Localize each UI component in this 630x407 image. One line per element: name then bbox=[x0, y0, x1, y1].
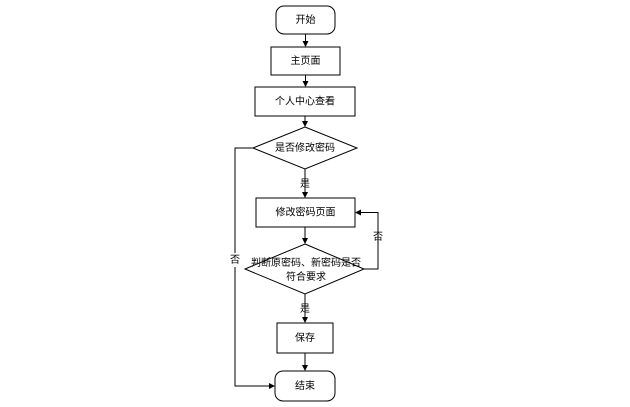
edge-check-no-loop-back bbox=[355, 209, 379, 270]
end-node: 结束 bbox=[274, 370, 336, 402]
edge-save-to-end bbox=[302, 353, 308, 371]
edge-personal-to-decision bbox=[302, 116, 308, 127]
main-page-node: 主页面 bbox=[270, 46, 341, 76]
check-password-decision: 判断原密码、新密码是否 符合要求 bbox=[243, 243, 366, 295]
save-node: 保存 bbox=[276, 322, 334, 354]
start-label: 开始 bbox=[296, 13, 316, 26]
edge-start-to-main bbox=[302, 34, 309, 47]
edge-modify-page-to-check bbox=[302, 227, 308, 244]
main-page-label: 主页面 bbox=[291, 55, 321, 67]
edge-check-yes-to-save bbox=[302, 294, 308, 323]
check-password-question-line1: 判断原密码、新密码是否 bbox=[251, 256, 361, 269]
modify-yes-label: 是 bbox=[300, 178, 310, 190]
start-node: 开始 bbox=[275, 5, 336, 35]
check-yes-label: 是 bbox=[300, 303, 310, 315]
edge-main-to-personal bbox=[302, 75, 309, 87]
modify-password-question: 是否修改密码 bbox=[275, 141, 335, 154]
check-no-label: 否 bbox=[373, 231, 383, 243]
personal-center-label: 个人中心查看 bbox=[275, 95, 335, 108]
no-label-background bbox=[228, 253, 242, 267]
save-label: 保存 bbox=[295, 331, 315, 344]
edge-decision-yes-to-modify-page bbox=[302, 169, 308, 198]
end-label: 结束 bbox=[295, 379, 315, 392]
modify-password-page-node: 修改密码页面 bbox=[255, 197, 356, 228]
modify-password-decision: 是否修改密码 bbox=[251, 126, 359, 170]
check-password-question-line2: 符合要求 bbox=[286, 270, 326, 283]
modify-password-page-label: 修改密码页面 bbox=[276, 206, 336, 219]
modify-no-label: 否 bbox=[230, 254, 240, 266]
personal-center-node: 个人中心查看 bbox=[254, 86, 356, 117]
